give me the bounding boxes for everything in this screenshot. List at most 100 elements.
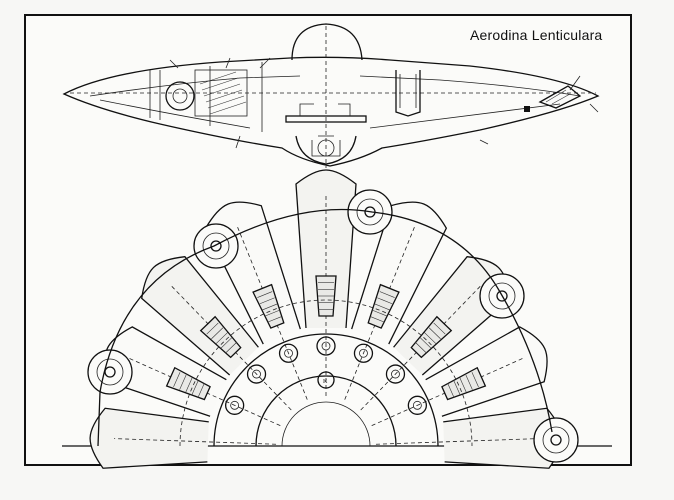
- peripheral-rotor-ring: [488, 282, 516, 310]
- drive-hatch: [447, 382, 455, 398]
- drive-hatch: [259, 297, 275, 305]
- inner-rotor-hub: [321, 341, 331, 351]
- inner-rotor: [385, 364, 406, 384]
- drive-hatch: [465, 374, 473, 390]
- inner-ring-rotors: [224, 336, 428, 415]
- peripheral-rotor-hub: [210, 240, 222, 252]
- cabin-seats: [299, 103, 351, 116]
- drive-unit: [165, 366, 211, 401]
- drive-hatch: [267, 316, 283, 323]
- drawing-title: Aerodina Lenticulara: [470, 27, 603, 43]
- central-hub-outer: [255, 375, 397, 447]
- drive-hatch: [220, 337, 233, 349]
- inner-rotor-hub: [359, 348, 368, 358]
- inner-rotor: [278, 343, 299, 363]
- drive-hatch: [262, 303, 278, 311]
- drive-hatch: [369, 316, 385, 323]
- inner-ring-track: [213, 333, 439, 447]
- drive-hatch: [185, 377, 193, 393]
- drive-unit: [367, 283, 400, 329]
- radial-lobe: [89, 407, 209, 469]
- peripheral-rotor-hub: [104, 366, 116, 378]
- central-hub-inner: [281, 401, 371, 447]
- drive-hatch: [179, 374, 187, 390]
- drive-hatch: [173, 372, 181, 387]
- drive-hatch: [215, 332, 228, 344]
- inner-rib-bottom: [99, 99, 251, 129]
- outer-cable-arc: [97, 208, 553, 447]
- inner-rotor: [246, 364, 267, 384]
- inner-rib-right: [359, 75, 581, 97]
- inner-rotor-hub: [284, 348, 293, 358]
- peripheral-rotor-ring: [542, 426, 570, 454]
- radial-center-line: [114, 438, 277, 445]
- right-marker-block: [524, 106, 530, 112]
- drive-hatch: [428, 327, 441, 340]
- drive-unit: [441, 366, 487, 401]
- inner-rib-right-bottom: [369, 103, 561, 129]
- drive-hatch: [225, 341, 238, 354]
- right-engine-detail: [399, 74, 417, 108]
- drive-hatch: [433, 322, 446, 335]
- drive-hatch: [211, 327, 224, 340]
- inner-rotor: [407, 395, 428, 415]
- peripheral-rotor: [87, 349, 133, 395]
- drive-hatch: [424, 332, 437, 344]
- drive-hatch: [372, 309, 388, 317]
- side-view-section: [62, 23, 600, 168]
- drive-hatch: [414, 341, 427, 354]
- drive-hatch: [264, 309, 280, 317]
- gondola-frame: [311, 135, 341, 157]
- drive-hatch: [379, 291, 395, 298]
- drive-unit: [410, 315, 453, 359]
- leader-lines-top: [169, 57, 599, 149]
- drive-hatch: [257, 291, 273, 298]
- inner-rotor: [353, 343, 374, 363]
- drive-unit: [199, 315, 242, 359]
- peripheral-rotor-ring: [96, 358, 124, 386]
- peripheral-rotor-hub: [496, 290, 508, 302]
- radial-drive-units: [165, 275, 487, 401]
- left-engine-bay: [194, 69, 248, 117]
- cabin-floor: [285, 115, 367, 123]
- center-marker: [317, 371, 335, 389]
- right-engine-pod: [395, 70, 421, 117]
- drive-hatch: [191, 380, 199, 396]
- peripheral-rotor: [193, 223, 239, 269]
- drive-hatch: [471, 372, 479, 387]
- inner-rotor-hub: [412, 400, 422, 410]
- inner-rotor-hub: [252, 369, 261, 379]
- center-marker-label: K: [323, 379, 328, 385]
- drive-hatch: [459, 377, 467, 393]
- drive-hatch: [197, 382, 205, 398]
- left-turbine-housing: [165, 81, 195, 111]
- drive-hatch: [419, 337, 432, 349]
- drive-hatch: [206, 322, 219, 335]
- right-exhaust-nozzle: [538, 85, 582, 109]
- left-turbine-core: [172, 88, 188, 104]
- inner-rotor-hub: [230, 400, 240, 410]
- drive-hatch: [377, 297, 393, 305]
- left-blade-hatching: [199, 71, 247, 115]
- nozzle-hatching: [545, 89, 571, 105]
- lens-hull-outline: [62, 56, 600, 167]
- cockpit-dome: [291, 23, 363, 61]
- drive-unit: [252, 283, 285, 329]
- peripheral-rotor: [533, 417, 579, 463]
- drive-hatch: [374, 303, 390, 311]
- plan-view-section: K: [62, 169, 612, 469]
- peripheral-rotor-ring: [356, 198, 384, 226]
- inner-rotor: [316, 336, 336, 356]
- drive-hatch: [453, 380, 461, 396]
- inner-rotor: [224, 395, 245, 415]
- radial-lobes: [89, 169, 563, 469]
- left-struts: [149, 62, 263, 132]
- peripheral-rotor-hub: [550, 434, 562, 446]
- inner-rotor-hub: [391, 369, 400, 379]
- peripheral-rotors: [87, 189, 579, 463]
- peripheral-rotor-ring: [202, 232, 230, 260]
- radial-center-line: [375, 438, 538, 445]
- lower-gondola: [295, 135, 357, 165]
